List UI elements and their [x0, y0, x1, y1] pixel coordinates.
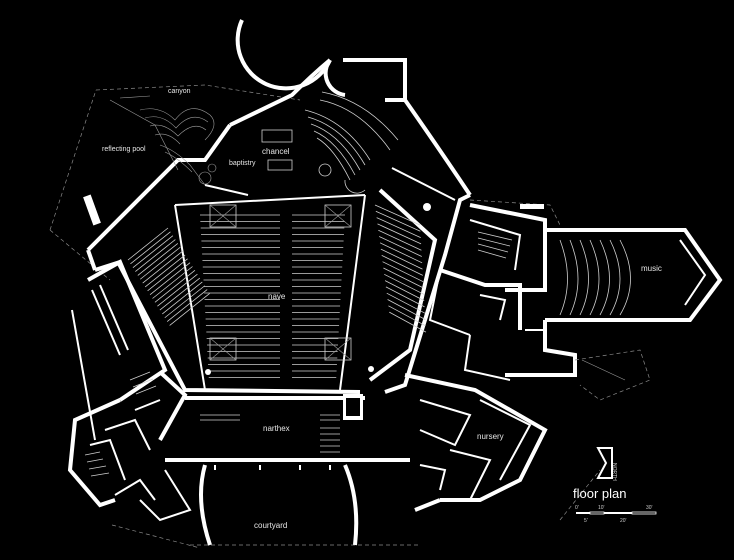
- pew-line: [130, 231, 171, 265]
- pew-line: [135, 239, 176, 272]
- structural-bay: [324, 204, 352, 228]
- pew-line: [164, 285, 205, 319]
- scale-tick-5: 5': [584, 518, 588, 524]
- pew-line: [388, 305, 426, 327]
- pew-line: [140, 246, 181, 280]
- label-narthex: narthex: [263, 424, 290, 433]
- pew-line: [384, 280, 425, 301]
- nave-pews: [200, 204, 352, 378]
- label-chancel: chancel: [262, 147, 290, 156]
- north-label: NORTH: [611, 463, 617, 481]
- side-aisle-seating: [127, 204, 427, 333]
- plan-legend: NORTH floor plan 0' 10' 30' 5' 20': [573, 447, 657, 524]
- scale-tick-30: 30': [646, 505, 653, 511]
- label-courtyard: courtyard: [254, 521, 287, 530]
- room-labels: canyon reflecting pool baptistry chancel…: [102, 88, 662, 530]
- columns: [205, 203, 431, 375]
- scale-bar: 0' 10' 30' 5' 20': [575, 505, 657, 524]
- pew-line: [379, 236, 422, 257]
- pew-line: [132, 235, 174, 269]
- sanctuary-walls: [83, 123, 471, 394]
- pew-line: [324, 204, 352, 228]
- label-reflecting-pool: reflecting pool: [102, 146, 146, 153]
- pew-line: [162, 281, 203, 315]
- pew-line: [374, 204, 421, 226]
- pew-line: [377, 223, 422, 245]
- chancel-apse: [229, 19, 472, 197]
- east-wing: [404, 203, 723, 512]
- pew-line: [137, 243, 179, 276]
- pew-line: [142, 250, 183, 284]
- scale-tick-20: 20': [620, 518, 627, 524]
- pew-line: [382, 261, 424, 283]
- pew-line: [169, 293, 210, 326]
- pew-line: [166, 289, 208, 322]
- scale-tick-10: 10': [598, 505, 605, 511]
- label-music: music: [641, 264, 662, 273]
- pew-line: [157, 273, 198, 307]
- pew-line: [386, 292, 426, 314]
- pew-line: [389, 311, 427, 333]
- structural-bay: [324, 337, 352, 361]
- label-canyon: canyon: [168, 88, 191, 95]
- pew-line: [144, 254, 186, 288]
- pew-line: [385, 286, 425, 308]
- north-arrow-icon: [596, 447, 613, 479]
- chancel-choir-seats: [261, 91, 399, 194]
- structural-bay: [209, 204, 237, 228]
- pew-line: [381, 255, 423, 276]
- pew-line: [147, 258, 188, 292]
- pew-line: [159, 277, 201, 311]
- pew-line: [384, 273, 425, 295]
- narthex-area: [165, 394, 410, 546]
- label-nave: nave: [268, 292, 286, 301]
- pew-line: [375, 210, 421, 232]
- canyon-landscape: [109, 95, 249, 196]
- pew-line: [379, 242, 423, 264]
- pew-line: [149, 262, 191, 295]
- scale-tick-0: 0': [575, 505, 579, 511]
- west-wing: [67, 259, 192, 522]
- pew-line: [376, 217, 421, 238]
- site-boundary: [49, 84, 601, 549]
- legend-title: floor plan: [573, 486, 626, 501]
- pew-line: [378, 229, 422, 251]
- label-nursery: nursery: [477, 432, 504, 441]
- pew-line: [154, 270, 196, 303]
- label-baptistry: baptistry: [229, 160, 256, 167]
- pew-line: [209, 204, 237, 228]
- pew-line: [380, 248, 423, 270]
- pew-line: [324, 337, 352, 361]
- pew-line: [152, 266, 193, 299]
- pew-line: [383, 267, 424, 289]
- pew-line: [127, 227, 169, 261]
- structural-bay: [209, 337, 237, 361]
- pew-line: [387, 299, 426, 320]
- pew-line: [209, 337, 237, 361]
